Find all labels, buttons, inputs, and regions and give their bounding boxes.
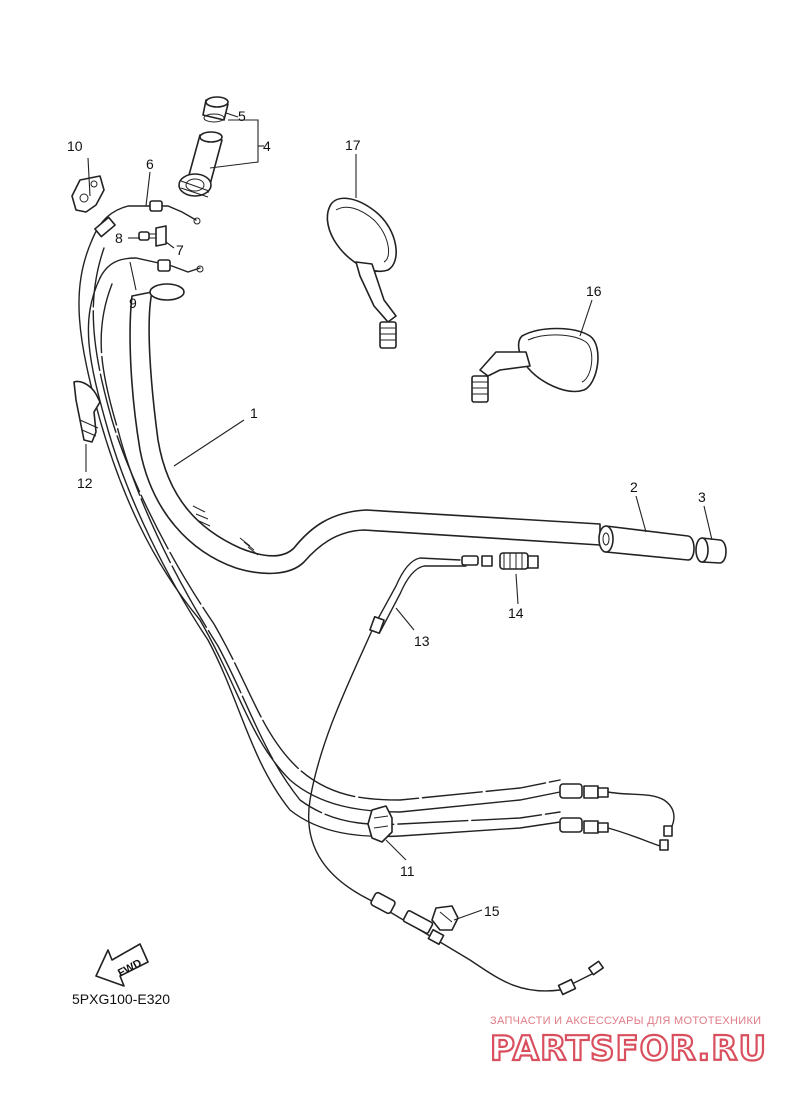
callout-6: 6 <box>146 156 154 172</box>
callout-8: 8 <box>115 230 123 246</box>
mirror-right <box>471 327 599 403</box>
callout-13: 13 <box>414 633 430 649</box>
throttle-cable-runs <box>78 239 675 851</box>
callout-2: 2 <box>630 479 638 495</box>
left-grip <box>598 525 695 561</box>
clutch-cable <box>308 555 605 996</box>
grip-end-cap <box>202 96 229 123</box>
callout-17: 17 <box>345 137 361 153</box>
bar-end-weight <box>695 537 727 564</box>
throttle-grip-assembly <box>178 131 223 198</box>
callout-1: 1 <box>250 405 258 421</box>
mirror-left <box>326 197 397 349</box>
callout-10: 10 <box>67 138 83 154</box>
callout-14: 14 <box>508 605 524 621</box>
callout-5: 5 <box>238 108 246 124</box>
handlebar <box>129 283 601 575</box>
throttle-cable-upper <box>91 200 201 241</box>
callout-4: 4 <box>263 138 271 154</box>
watermark-tagline: ЗАПЧАСТИ И АКСЕССУАРЫ ДЛЯ МОТОТЕХНИКИ <box>490 1015 761 1027</box>
watermark-brand: PARTSFOR.RU <box>490 1029 767 1069</box>
callouts: 5 4 6 10 8 7 9 1 17 16 12 2 3 14 13 11 1… <box>67 108 706 919</box>
cable-holder-bracket <box>71 175 105 213</box>
callout-16: 16 <box>586 283 602 299</box>
callout-3: 3 <box>698 489 706 505</box>
callout-11: 11 <box>400 863 415 879</box>
diagram-code: 5PXG100-E320 <box>72 991 170 1007</box>
cable-guide-clamp <box>367 805 393 843</box>
leader-lines <box>85 112 713 921</box>
cable-clamp-small <box>431 905 459 931</box>
cable-clip <box>155 225 167 247</box>
forward-direction-arrow: FWD <box>95 943 149 987</box>
callout-12: 12 <box>77 475 93 491</box>
cable-adjuster <box>481 552 539 570</box>
adjuster-screw <box>138 231 156 241</box>
callout-7: 7 <box>176 242 184 258</box>
cable-clamp <box>73 380 101 443</box>
callout-15: 15 <box>484 903 500 919</box>
throttle-cable-lower <box>99 257 204 279</box>
callout-9: 9 <box>129 295 137 311</box>
site-watermark: ЗАПЧАСТИ И АКСЕССУАРЫ ДЛЯ МОТОТЕХНИКИ PA… <box>489 1015 767 1070</box>
